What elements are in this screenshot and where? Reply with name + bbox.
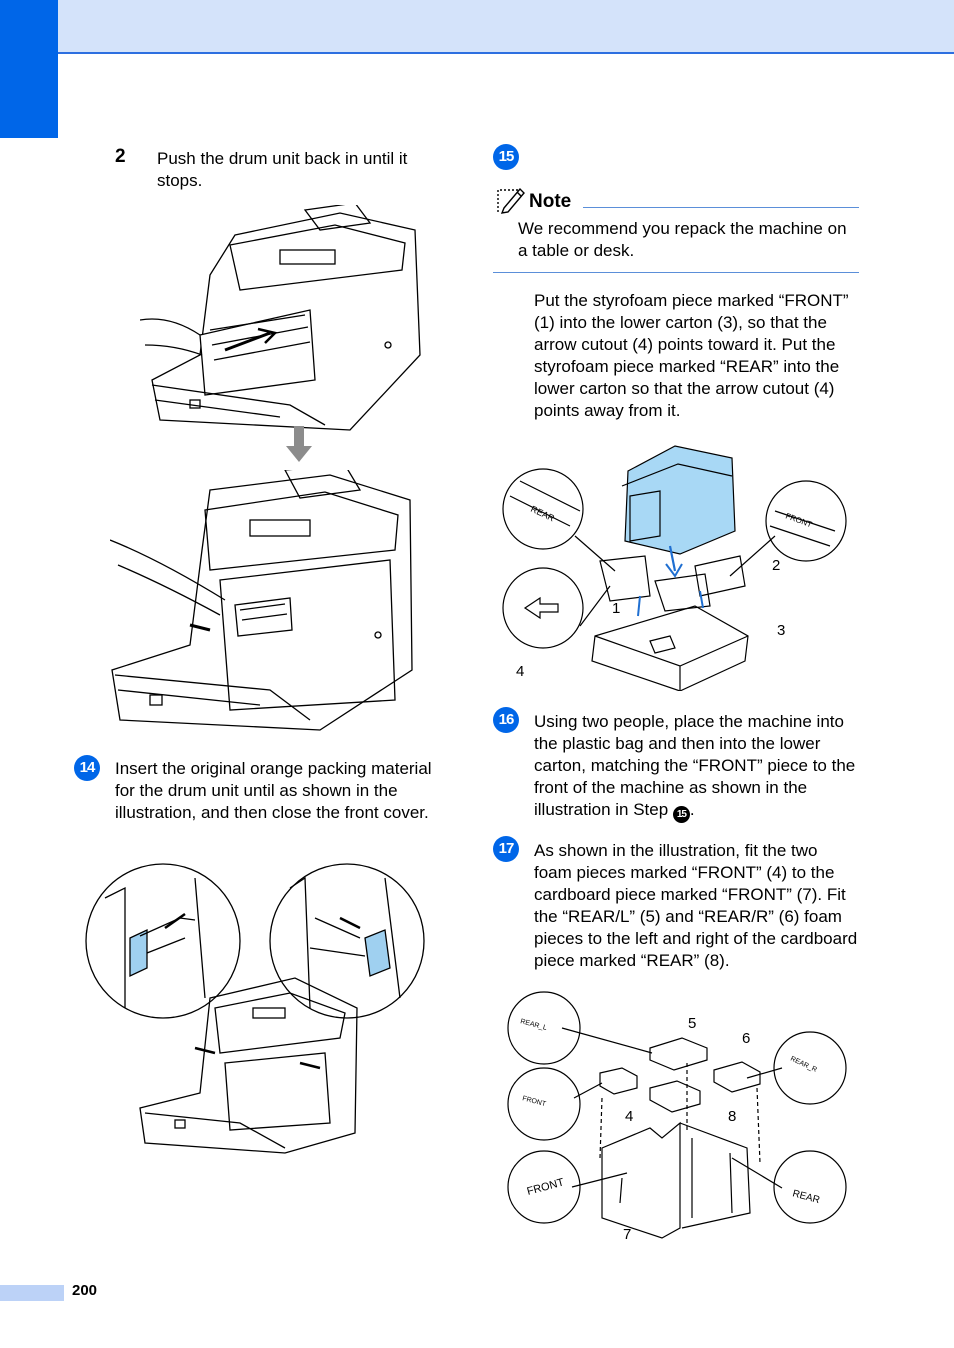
step-15-text: Put the styrofoam piece marked “FRONT” (… (534, 291, 849, 420)
sub-step-number: 2 (115, 146, 126, 167)
step-17-text: As shown in the illustration, fit the tw… (534, 841, 858, 970)
note-bottom-rule (493, 272, 859, 273)
note-title: Note (529, 191, 572, 212)
carton-illustration: REAR FRONT (500, 436, 850, 691)
step-14-text: Insert the original orange packing mater… (115, 759, 432, 822)
label-rear: REAR (529, 504, 556, 524)
label-front-big: FRONT (526, 1176, 566, 1197)
foam-pieces-illustration: REAR_L FRONT REAR_R FRONT REAR (502, 988, 852, 1243)
note-text: We recommend you repack the machine on a… (518, 219, 847, 260)
step-16-text-end: . (689, 800, 695, 819)
step-17-badge: 17 (493, 836, 519, 862)
step-16-ref-badge: 15 (672, 806, 690, 823)
chapter-tab (0, 0, 58, 138)
step-16-paragraph: Using two people, place the machine into… (534, 711, 859, 823)
callout-7: 7 (623, 1226, 632, 1243)
label-front: FRONT (784, 511, 813, 529)
label-rear-l: REAR_L (519, 1018, 547, 1032)
page-number: 200 (72, 1282, 98, 1299)
callout-8: 8 (728, 1108, 737, 1125)
packing-material-illustration (85, 858, 430, 1158)
step-16-badge: 16 (493, 707, 519, 733)
label-front-small: FRONT (521, 1095, 547, 1108)
step-16-text: Using two people, place the machine into… (534, 712, 856, 819)
header-band (0, 0, 954, 54)
callout-6: 6 (742, 1030, 751, 1047)
step-15-badge: 15 (493, 144, 519, 170)
footer-band (0, 1285, 64, 1301)
callout-4: 4 (516, 663, 525, 680)
label-rear-r: REAR_R (789, 1055, 818, 1073)
callout-1: 1 (612, 600, 621, 617)
note-pencil-icon (496, 186, 526, 214)
down-arrow-icon (286, 426, 312, 462)
label-rear-big: REAR (791, 1188, 821, 1206)
callout-5: 5 (688, 1015, 697, 1032)
callout-2: 2 (772, 557, 781, 574)
drum-push-illustration (140, 205, 425, 435)
callout-4b: 4 (625, 1108, 634, 1125)
callout-3: 3 (777, 622, 786, 639)
step-14-badge: 14 (74, 755, 100, 781)
sub-step-text: Push the drum unit back in until it stop… (157, 149, 408, 190)
drum-installed-illustration (110, 470, 420, 735)
note-top-rule (583, 207, 859, 208)
